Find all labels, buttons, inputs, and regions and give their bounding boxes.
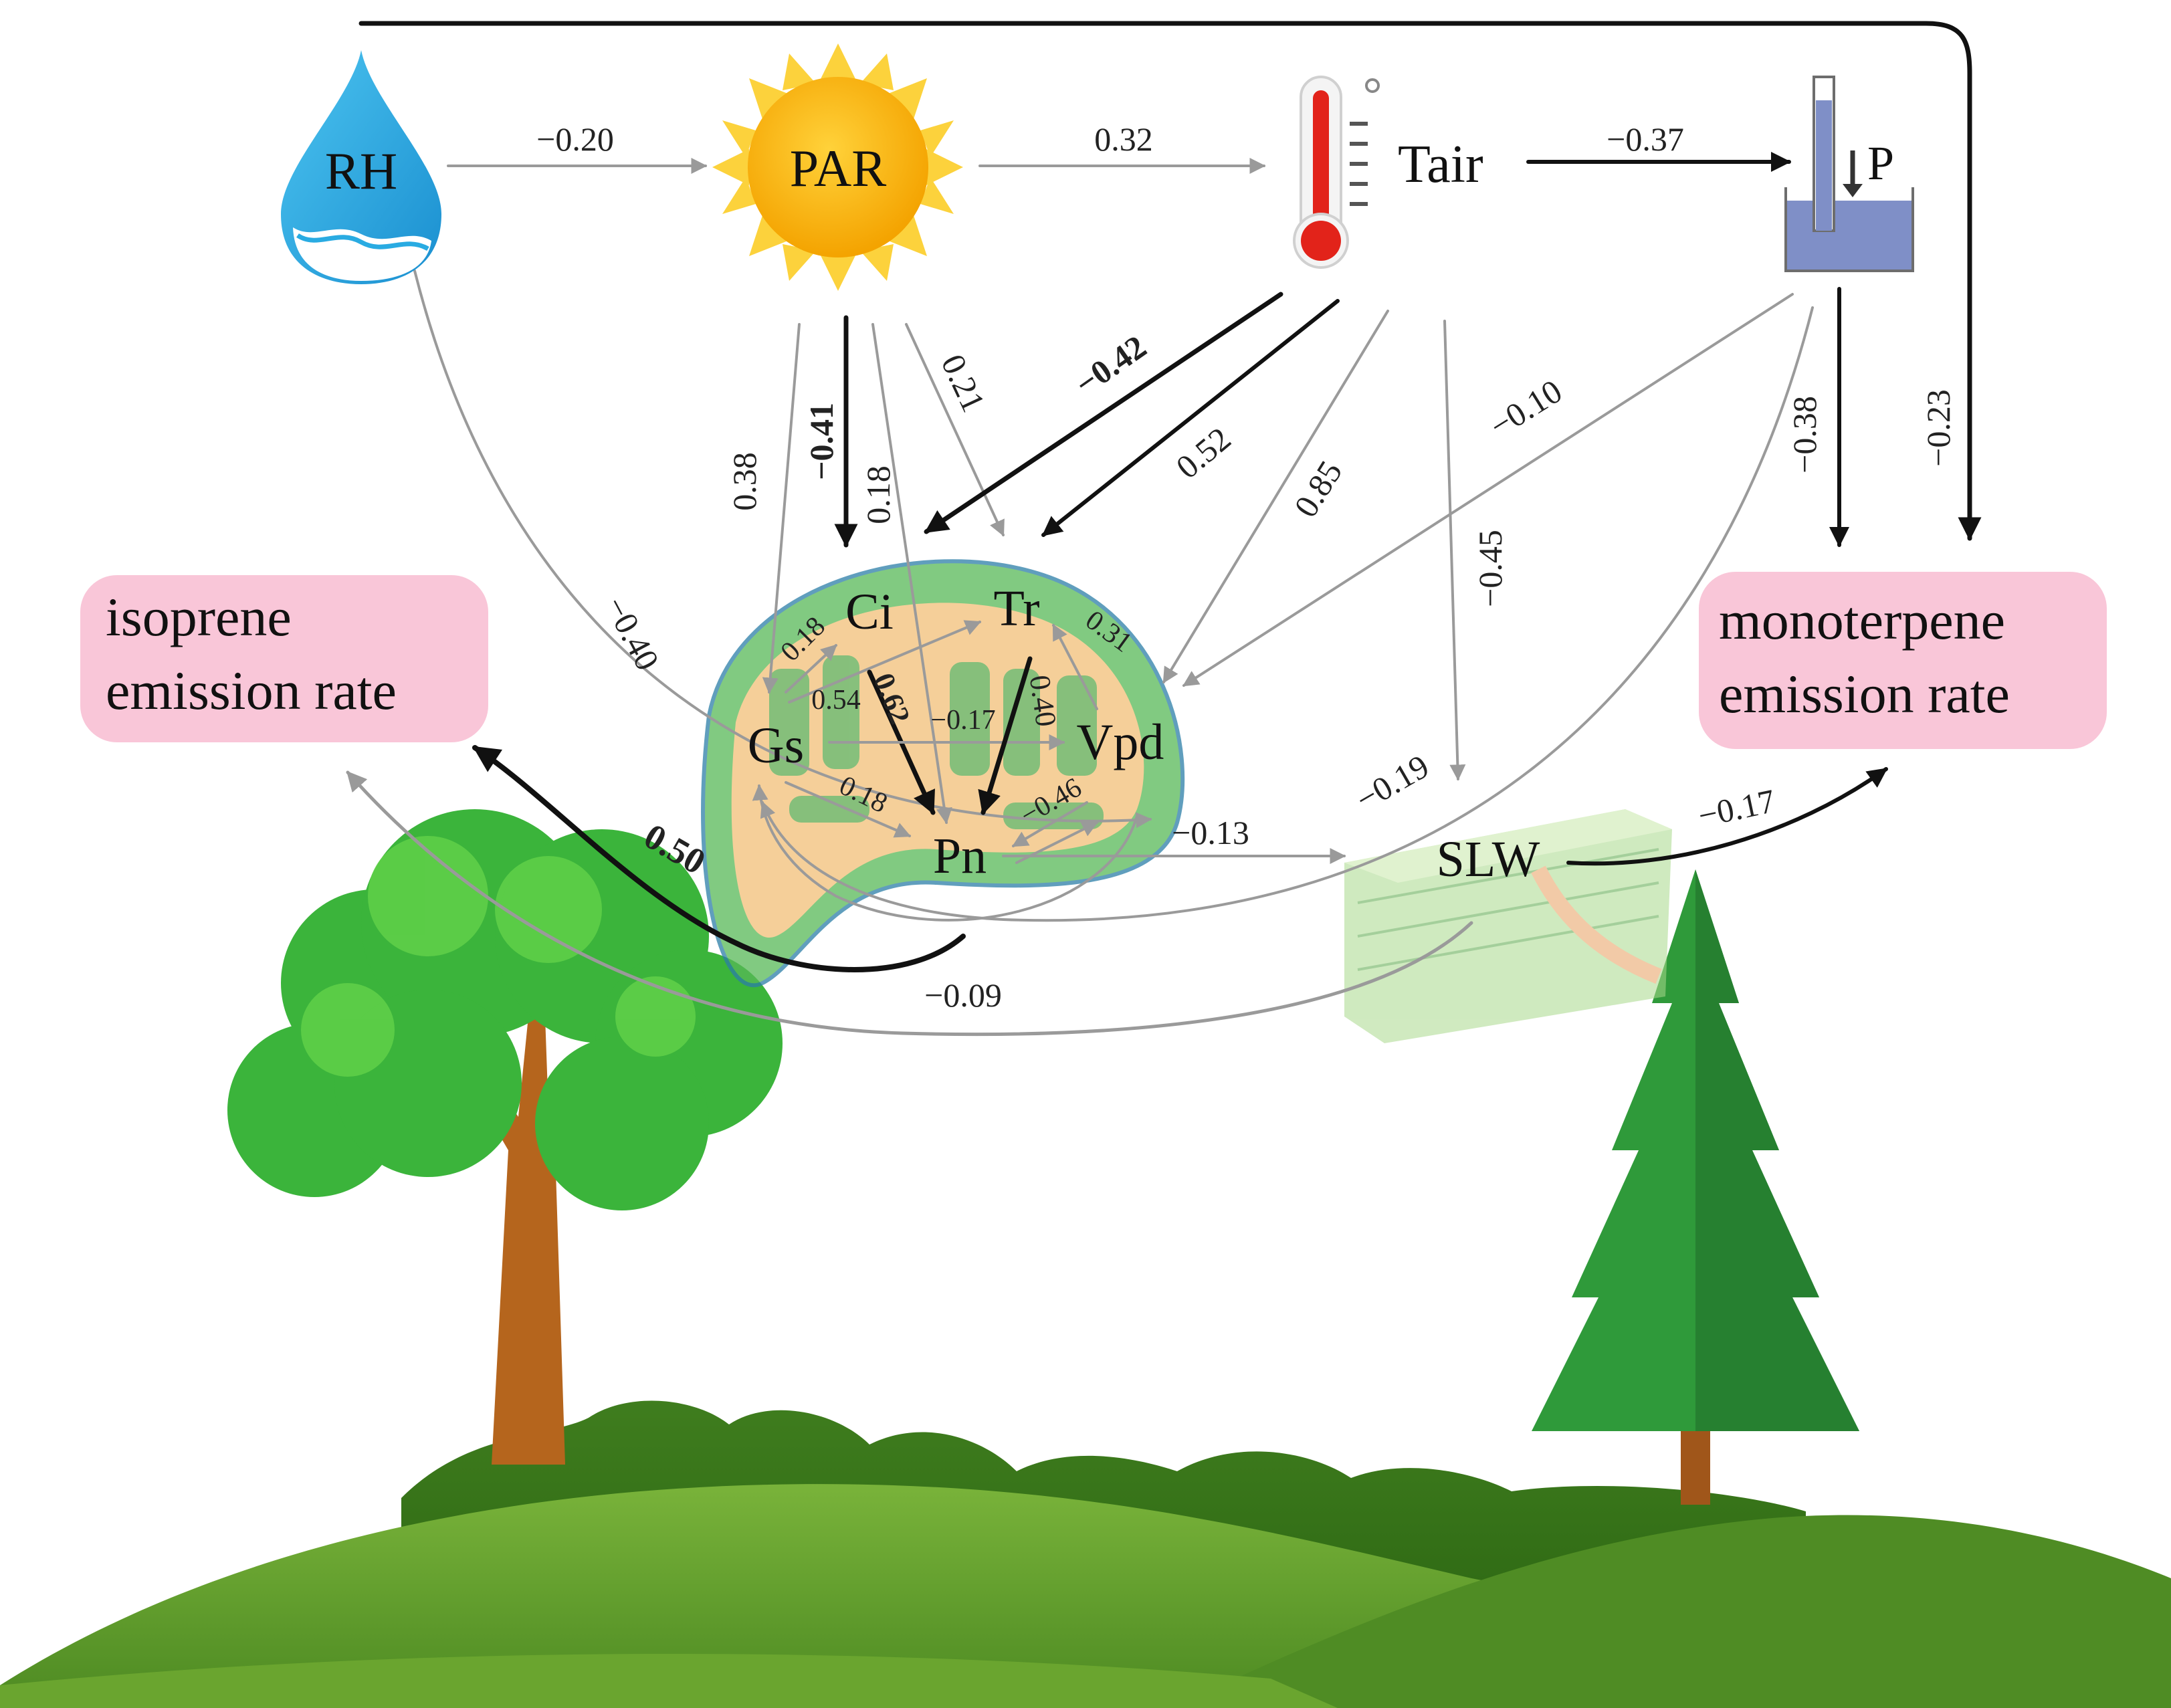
coef-par-tr: 0.21 — [934, 348, 993, 417]
node-p: P — [1867, 136, 1894, 190]
coef-gs-vpd: −0.17 — [930, 705, 995, 736]
coef-par-tair: 0.32 — [1094, 120, 1153, 158]
edge-tair-slw — [1443, 320, 1466, 781]
coef-tair-p: −0.37 — [1607, 120, 1684, 158]
edge-pn-isoprene — [472, 745, 966, 972]
isoprene-emission-box: isoprene emission rate — [80, 575, 488, 742]
node-par: PAR — [790, 139, 887, 197]
coef-rh-monoterpene: −0.23 — [1920, 389, 1957, 467]
node-tr: Tr — [993, 580, 1039, 637]
node-rh: RH — [325, 142, 397, 200]
monoterpene-emission-box: monoterpene emission rate — [1699, 572, 2107, 749]
edge-slw-monoterpene — [1566, 767, 1888, 866]
node-labels: RH PAR Tair P Ci Tr Gs Vpd Pn SLW — [325, 135, 1894, 887]
barometer-icon — [1784, 76, 1914, 272]
edge-rh-monoterpene — [358, 21, 1982, 541]
node-pn: Pn — [933, 828, 987, 884]
isoprene-label-line1: isoprene — [106, 586, 292, 647]
monoterpene-label-line2: emission rate — [1719, 663, 2010, 724]
edge-labels: −0.20 0.32 −0.37 −0.23 0.38 −0.41 0.18 0… — [536, 120, 1957, 1014]
edge-gs-ci — [785, 644, 837, 693]
coef-rh-par: −0.20 — [536, 120, 614, 158]
edge-par-pn — [871, 323, 952, 825]
coef-par-gs: 0.38 — [726, 452, 763, 511]
edge-pn-gs-curve — [752, 784, 1138, 922]
monoterpene-label-line1: monoterpene — [1719, 590, 2005, 651]
coef-tr-pn: 0.40 — [1023, 673, 1063, 728]
edge-p-gs — [760, 306, 1814, 922]
edge-p-vpd — [1182, 293, 1794, 687]
edge-gs-pn — [785, 781, 912, 838]
leaf-cross-section-icon — [1344, 809, 1672, 1043]
node-gs: Gs — [748, 718, 804, 774]
edge-par-gs — [762, 323, 801, 694]
water-drop-icon — [281, 50, 441, 284]
edge-tair-ci — [924, 292, 1283, 534]
coef-p-monoterpene: −0.38 — [1786, 396, 1823, 473]
node-slw: SLW — [1437, 831, 1540, 887]
isoprene-label-line2: emission rate — [106, 660, 397, 721]
arrows — [346, 21, 1982, 1037]
coef-par-pn: 0.18 — [859, 465, 897, 524]
edge-vpd-pn — [1011, 801, 1088, 847]
edge-slw-isoprene — [346, 770, 1473, 1037]
edge-par-tr — [905, 323, 1005, 537]
coef-tair-ci: −0.42 — [1068, 328, 1153, 403]
edge-gs-tr — [788, 620, 982, 704]
coef-tair-slw: −0.45 — [1471, 530, 1509, 607]
edge-tr-pn — [978, 656, 1033, 815]
landscape-background — [0, 1400, 2171, 1708]
node-tair: Tair — [1398, 135, 1483, 194]
node-ci: Ci — [845, 584, 894, 640]
conifer-tree-icon — [1532, 869, 1859, 1505]
coef-gs-tr: 0.54 — [811, 685, 861, 716]
deciduous-tree-icon — [227, 809, 783, 1465]
coef-p-gs: −0.19 — [1349, 747, 1435, 818]
coef-pn-slw: −0.13 — [1172, 814, 1249, 851]
thermometer-icon — [1293, 76, 1380, 269]
edge-vpd-tr — [1052, 623, 1098, 710]
coef-slw-isoprene: −0.09 — [924, 976, 1002, 1014]
coef-p-vpd: −0.10 — [1483, 372, 1568, 445]
coef-par-ci: −0.41 — [803, 403, 840, 480]
edge-tair-tr — [1041, 299, 1340, 537]
sun-icon — [712, 43, 963, 291]
node-vpd: Vpd — [1077, 714, 1164, 770]
edge-tair-vpd — [1162, 310, 1389, 684]
coef-slw-monoterpene: −0.17 — [1695, 782, 1778, 835]
